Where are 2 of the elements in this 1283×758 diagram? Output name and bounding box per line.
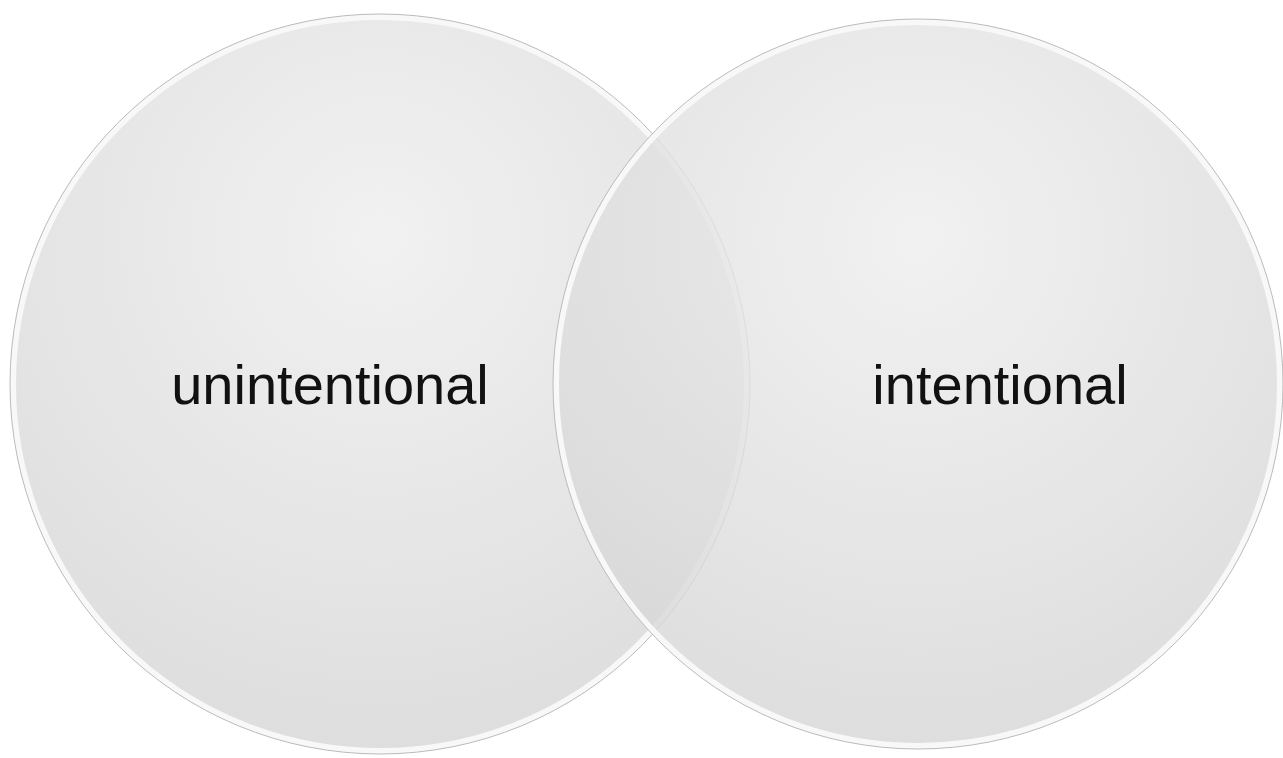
circle-label: intentional (872, 351, 1128, 417)
circle-label: unintentional (171, 351, 489, 417)
